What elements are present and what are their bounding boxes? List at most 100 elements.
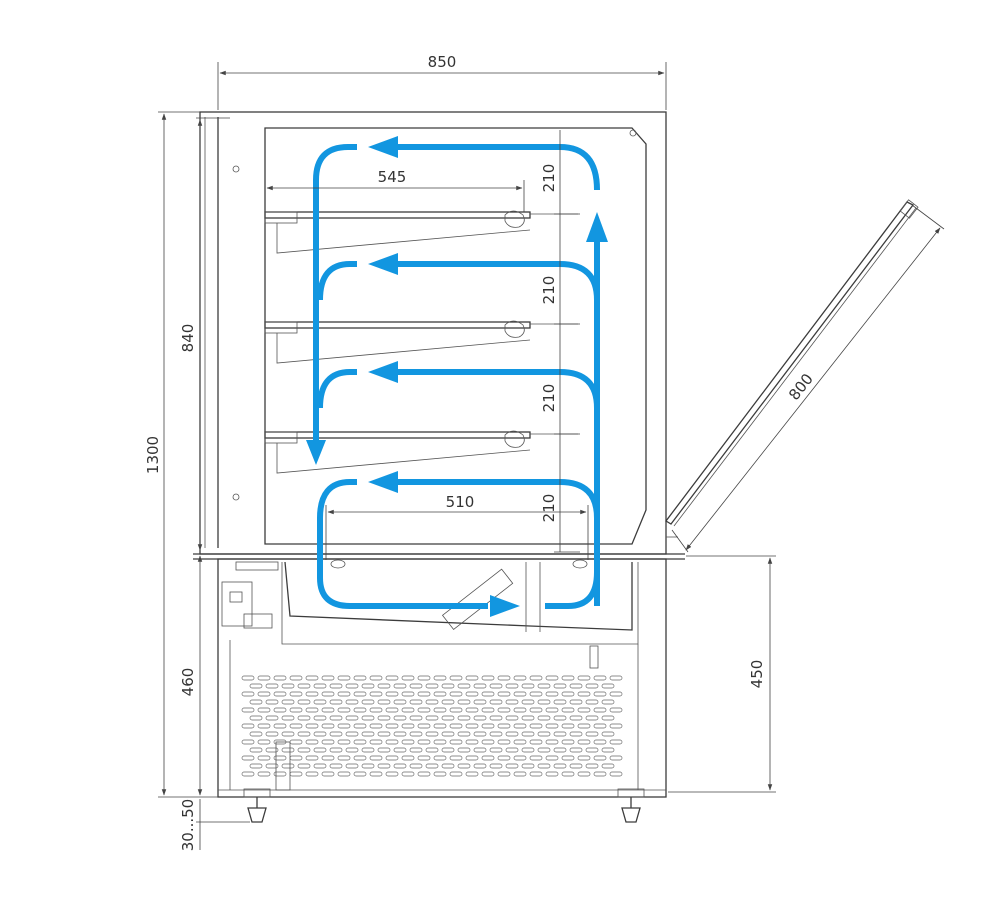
grille-slot <box>289 675 303 681</box>
grille-slot <box>457 715 471 721</box>
grille-slot <box>585 731 599 737</box>
grille-slot <box>497 723 511 729</box>
grille-slot <box>609 771 623 777</box>
grille-slot <box>425 715 439 721</box>
grille-slot <box>513 771 527 777</box>
grille-slot <box>497 707 511 713</box>
grille-slot <box>265 747 279 753</box>
grille-slot <box>273 771 287 777</box>
grille-slot <box>537 683 551 689</box>
shelf-3 <box>264 430 578 474</box>
grille-slot <box>385 755 399 761</box>
dimension-display-height: 840 <box>179 117 230 551</box>
grille-slot <box>345 731 359 737</box>
grille-slot <box>561 691 575 697</box>
grille-slot <box>377 747 391 753</box>
grille-slot <box>377 699 391 705</box>
grille-slot <box>449 771 463 777</box>
grille-slot <box>337 675 351 681</box>
grille-slot <box>401 739 415 745</box>
grille-slot <box>433 739 447 745</box>
controller-unit <box>221 561 279 629</box>
grille-slot <box>465 771 479 777</box>
grille-slot <box>305 723 319 729</box>
grille-slot <box>257 691 271 697</box>
grille-slot <box>505 683 519 689</box>
grille-slot <box>297 683 311 689</box>
grille-slot <box>529 675 543 681</box>
grille-slot <box>553 699 567 705</box>
grille-slot <box>265 731 279 737</box>
grille-slot <box>601 763 615 769</box>
grille-slot <box>369 755 383 761</box>
grille-slot <box>529 755 543 761</box>
grille-slot <box>425 747 439 753</box>
grille-slot <box>281 699 295 705</box>
grille-slot <box>473 731 487 737</box>
grille-slot <box>353 675 367 681</box>
grille-slot <box>481 675 495 681</box>
grille-slot <box>481 691 495 697</box>
grille-slot <box>281 763 295 769</box>
overall-width-label: 850 <box>428 53 457 71</box>
grille-slot <box>369 691 383 697</box>
display-height-label: 840 <box>179 324 197 353</box>
grille-slot <box>345 715 359 721</box>
grille-slot <box>425 763 439 769</box>
grille-slot <box>601 747 615 753</box>
grille-slot <box>521 731 535 737</box>
grille-slot <box>481 755 495 761</box>
grille-slot <box>273 691 287 697</box>
grille-slot <box>401 723 415 729</box>
grille-slot <box>257 675 271 681</box>
grille-slot <box>305 755 319 761</box>
dimension-feet-adjust: 30...50 <box>179 799 250 851</box>
bottom-depth-label: 510 <box>446 493 475 511</box>
grille-slot <box>321 675 335 681</box>
grille-slot <box>249 683 263 689</box>
grille-slot <box>561 771 575 777</box>
grille-slot <box>305 707 319 713</box>
grille-slot <box>369 707 383 713</box>
grille-slot <box>353 723 367 729</box>
grille-slot <box>433 755 447 761</box>
grille-slot <box>281 715 295 721</box>
grille-slot <box>361 683 375 689</box>
grille-slot <box>497 739 511 745</box>
grille-slot <box>409 747 423 753</box>
grille-slot <box>473 763 487 769</box>
grille-slot <box>377 683 391 689</box>
cold-airflow <box>306 136 608 617</box>
grille-slot <box>609 755 623 761</box>
grille-slot <box>593 675 607 681</box>
grille-slot <box>545 675 559 681</box>
grille-slot <box>481 739 495 745</box>
grille-slot <box>529 691 543 697</box>
grille-slot <box>345 763 359 769</box>
grille-slot <box>609 707 623 713</box>
grille-slot <box>401 691 415 697</box>
grille-slot <box>449 675 463 681</box>
grille-slot <box>249 715 263 721</box>
grille-slot <box>505 715 519 721</box>
grille-slot <box>473 715 487 721</box>
grille-slot <box>313 715 327 721</box>
grille-slot <box>409 699 423 705</box>
grille-slot <box>433 771 447 777</box>
dimension-upper-shelf-depth: 545 <box>266 168 525 212</box>
grille-slot <box>521 763 535 769</box>
grille-slot <box>449 723 463 729</box>
grille-slot <box>385 739 399 745</box>
grille-slot <box>593 691 607 697</box>
grille-slot <box>289 723 303 729</box>
grille-slot <box>521 699 535 705</box>
grille-slot <box>393 731 407 737</box>
grille-slot <box>441 731 455 737</box>
base-height-label: 460 <box>179 668 197 697</box>
base-compartment <box>217 558 667 823</box>
grille-slot <box>521 715 535 721</box>
grille-slot <box>401 755 415 761</box>
grille-slot <box>449 755 463 761</box>
shelf-1 <box>264 210 578 254</box>
